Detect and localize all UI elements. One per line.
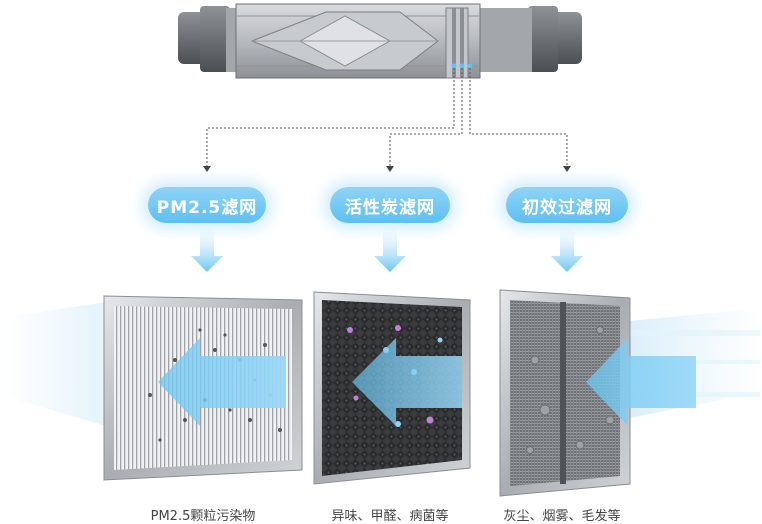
down-arrow-icon [191, 228, 583, 272]
filter-label-primary: 初效过滤网 [506, 187, 628, 223]
filter-label-pm25: PM2.5滤网 [148, 187, 266, 223]
ventilation-unit [178, 3, 582, 79]
caption-carbon: 异味、甲醛、病菌等 [331, 509, 449, 524]
leader-lines [206, 68, 568, 168]
primary-filter [499, 289, 631, 497]
filter-label-carbon: 活性炭滤网 [330, 187, 450, 223]
leader-arrowheads [203, 166, 571, 172]
caption-pm25: PM2.5颗粒污染物 [150, 509, 256, 524]
airflow-arrow-icon [352, 338, 462, 426]
caption-primary: 灰尘、烟雾、毛发等 [503, 509, 621, 524]
airflow-arrow-icon [158, 338, 286, 426]
airflow-arrow-icon [586, 338, 696, 426]
